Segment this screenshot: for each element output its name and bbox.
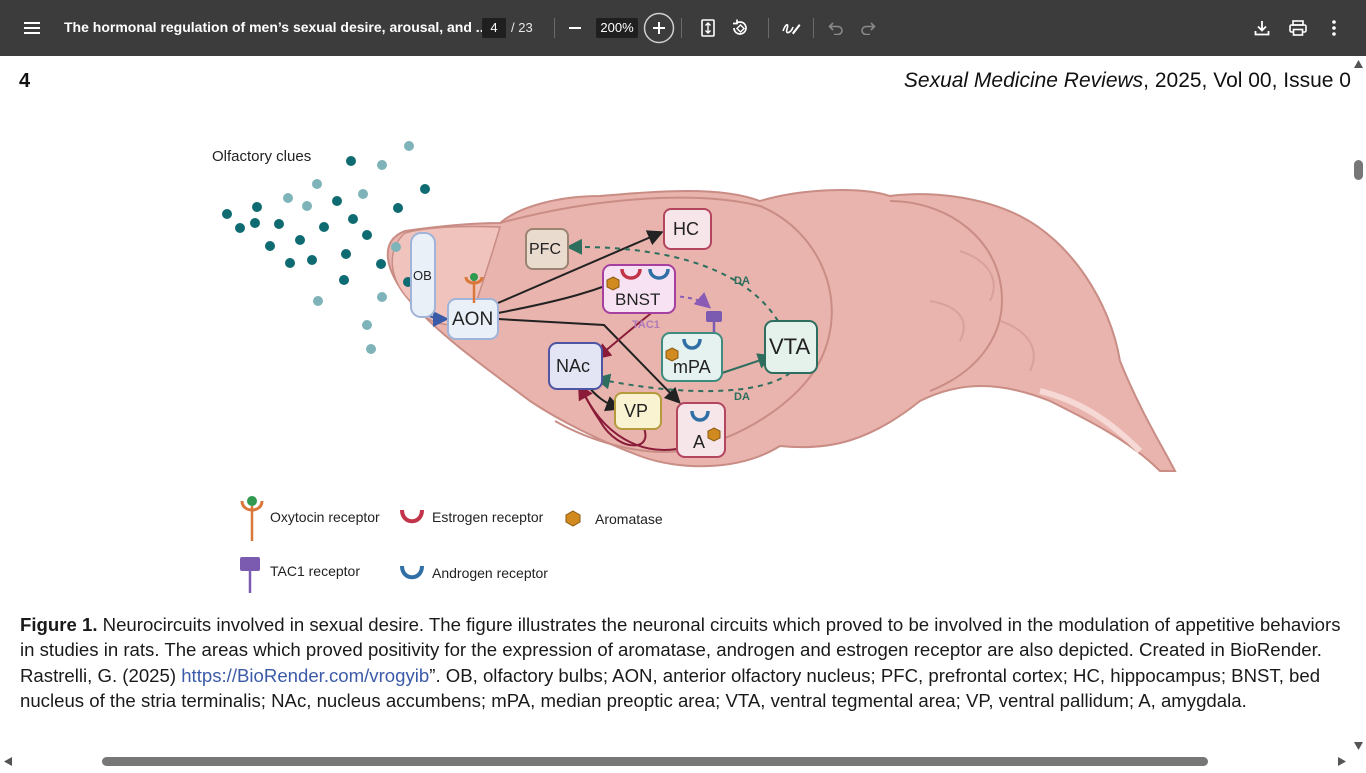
figure-legend: Oxytocin receptor Estrogen receptor Arom… xyxy=(240,496,663,593)
page-total: / 23 xyxy=(511,20,533,35)
vertical-scrollbar[interactable] xyxy=(1351,56,1366,756)
hamburger-menu-icon[interactable] xyxy=(20,16,44,40)
fit-page-icon[interactable] xyxy=(698,18,718,38)
rotate-icon[interactable] xyxy=(729,17,751,39)
redo-icon[interactable] xyxy=(858,18,878,38)
brain-region-ob: OB xyxy=(410,232,436,318)
brain-region-pfc: PFC xyxy=(525,228,569,270)
biorender-link[interactable]: https://BioRender.com/vrogyib xyxy=(181,664,430,686)
da-top-label: DA xyxy=(734,275,750,287)
tac1-pathway-label: TAC1 xyxy=(632,319,660,331)
legend-aromatase-icon xyxy=(565,510,581,527)
zoom-out-icon[interactable] xyxy=(565,18,585,38)
legend-estrogen-icon xyxy=(400,509,424,524)
region-label-vta: VTA xyxy=(769,334,810,359)
separator xyxy=(681,18,682,38)
figure-1-neurocircuit-diagram: Olfactory clues OB AON xyxy=(212,141,1177,593)
region-label-nac: NAc xyxy=(556,356,590,376)
caption-label: Figure 1. xyxy=(20,614,98,635)
brain-region-vta: VTA xyxy=(764,320,818,374)
print-icon[interactable] xyxy=(1287,17,1309,39)
document-title: The hormonal regulation of men’s sexual … xyxy=(64,19,488,35)
da-bottom-label: DA xyxy=(734,391,750,403)
caption-text-1: Neurocircuits involved in sexual desire.… xyxy=(20,614,1341,686)
brain-region-vp: VP xyxy=(614,392,662,430)
region-label-mpa: mPA xyxy=(673,357,711,377)
pdf-toolbar: The hormonal regulation of men’s sexual … xyxy=(0,0,1366,56)
journal-name: Sexual Medicine Reviews xyxy=(903,69,1144,92)
figure-caption: Figure 1. Neurocircuits involved in sexu… xyxy=(20,612,1355,713)
brain-region-bnst: BNST xyxy=(602,264,676,314)
legend-tac1-icon xyxy=(240,557,260,593)
region-label-aon: AON xyxy=(452,309,493,330)
region-label-bnst: BNST xyxy=(615,290,660,309)
horizontal-scrollbar[interactable] xyxy=(0,755,1351,768)
olfactory-clues-label: Olfactory clues xyxy=(212,148,311,165)
legend-androgen-icon xyxy=(400,565,424,580)
brain-region-nac: NAc xyxy=(548,342,603,390)
legend-androgen-label: Androgen receptor xyxy=(432,565,548,581)
oxytocin-receptor-icon xyxy=(464,273,484,303)
separator xyxy=(554,18,555,38)
caption-text-2: ”. OB, olfactory bulbs; AON, anterior ol… xyxy=(20,664,1321,711)
region-label-hc: HC xyxy=(673,219,699,239)
region-label-a: A xyxy=(693,432,705,452)
page-number: 4 xyxy=(19,70,31,92)
legend-oxytocin-label: Oxytocin receptor xyxy=(270,509,380,525)
undo-icon[interactable] xyxy=(826,18,846,38)
brain-region-mpa: mPA xyxy=(661,332,723,382)
page-number-input[interactable]: 4 xyxy=(482,18,506,38)
legend-tac1-label: TAC1 receptor xyxy=(270,563,360,579)
brain-region-hc: HC xyxy=(663,208,712,250)
region-label-vp: VP xyxy=(624,401,648,421)
legend-estrogen-label: Estrogen receptor xyxy=(432,509,544,525)
region-label-pfc: PFC xyxy=(529,241,561,258)
pathway-arrows xyxy=(417,230,791,451)
brain-region-amygdala: A xyxy=(676,402,726,458)
pdf-page-view[interactable]: 4 Sexual Medicine Reviews, 2025, Vol 00,… xyxy=(0,56,1366,768)
legend-aromatase-label: Aromatase xyxy=(595,511,663,527)
annotate-icon[interactable] xyxy=(780,18,802,38)
more-options-icon[interactable] xyxy=(1323,17,1345,39)
olfactory-molecules xyxy=(222,141,430,354)
separator xyxy=(813,18,814,38)
zoom-level-input[interactable]: 200% xyxy=(596,18,638,38)
legend-oxytocin-icon xyxy=(240,496,264,541)
region-label-ob: OB xyxy=(413,268,432,283)
separator xyxy=(768,18,769,38)
journal-header: Sexual Medicine Reviews, 2025, Vol 00, I… xyxy=(904,69,1351,93)
download-icon[interactable] xyxy=(1251,17,1273,39)
brain-region-aon: AON xyxy=(447,298,499,340)
zoom-in-icon[interactable] xyxy=(643,12,675,44)
journal-volume: , 2025, Vol 00, Issue 0 xyxy=(1143,69,1351,92)
